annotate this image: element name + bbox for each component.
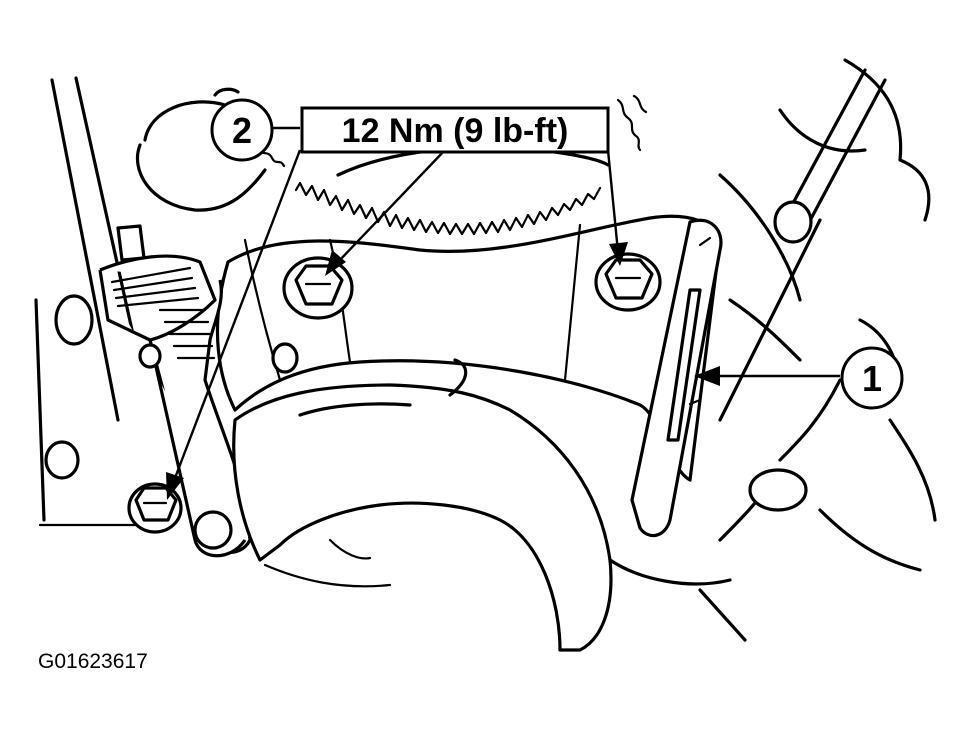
slotted-bracket <box>630 218 723 538</box>
figure-code: G01623617 <box>38 650 148 673</box>
callout-2: 2 <box>210 98 274 162</box>
right-side-structure <box>698 68 937 642</box>
tensioner-arm <box>98 224 299 558</box>
left-rods <box>34 76 152 527</box>
callout-2-label: 2 <box>232 110 252 151</box>
torque-leaders <box>166 126 628 500</box>
engine-housing-outline <box>135 58 931 302</box>
torque-spec-text: 12 Nm (9 lb-ft) <box>342 112 569 150</box>
callout-1-leader <box>694 366 840 386</box>
bracket-bolt-right <box>594 252 662 312</box>
torque-spec-box: 12 Nm (9 lb-ft) <box>300 106 610 154</box>
callout-1-label: 1 <box>862 358 882 399</box>
callout-1: 1 <box>840 346 904 410</box>
coolant-hose <box>232 358 732 652</box>
ring-gear <box>294 145 610 236</box>
bracket-bolt-left <box>282 256 354 320</box>
